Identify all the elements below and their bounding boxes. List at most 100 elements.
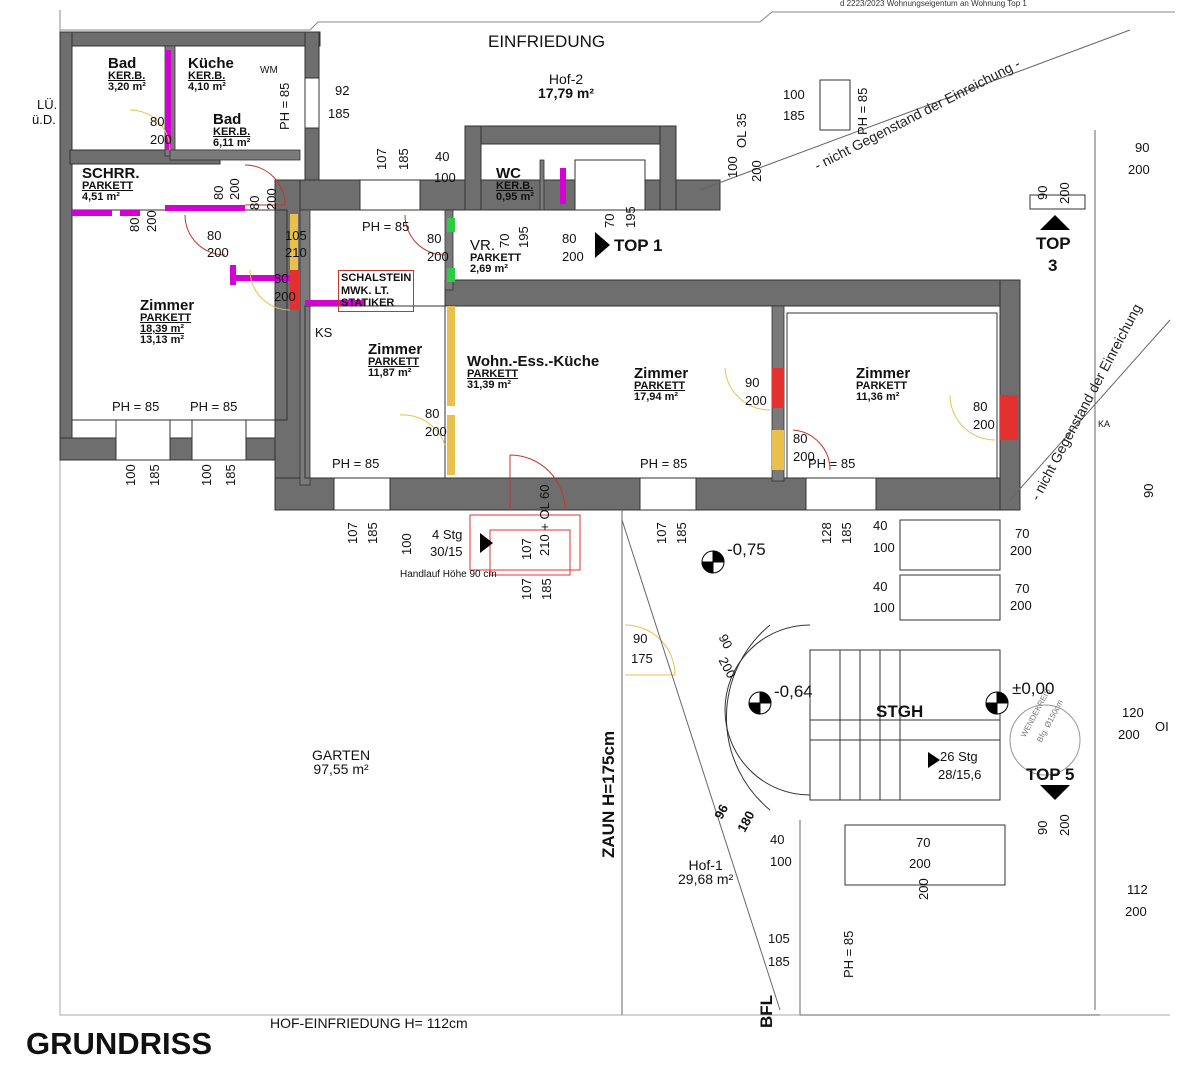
stairs-main-label: 26 Stg bbox=[940, 749, 978, 764]
ph-label: PH = 85 bbox=[855, 87, 870, 135]
ol-35-label: OL 35 bbox=[734, 113, 749, 148]
dim: 70 bbox=[497, 233, 512, 248]
dim: 200 bbox=[264, 188, 279, 210]
stairs-outside-label: 4 Stg bbox=[432, 527, 463, 542]
ph-label: PH = 85 bbox=[808, 456, 856, 471]
dim: 80 bbox=[793, 431, 808, 446]
dim: 92 bbox=[335, 83, 350, 98]
room-hof-2: Hof-2 17,79 m² bbox=[538, 71, 595, 101]
dim: 80 bbox=[427, 231, 442, 246]
dim: 200 bbox=[425, 424, 447, 439]
room-schrr: SCHRR. PARKETT 4,51 m² bbox=[82, 165, 140, 203]
dim: 100 bbox=[873, 540, 895, 555]
ud-label: ü.D. bbox=[32, 112, 56, 127]
dim: 185 bbox=[674, 522, 689, 544]
dim: 40 bbox=[873, 579, 888, 594]
ph-label: PH = 85 bbox=[190, 399, 238, 414]
page-title: GRUNDRISS bbox=[26, 1026, 213, 1061]
statiker-line-1: SCHALSTEIN bbox=[341, 272, 412, 284]
dim: 200 bbox=[1057, 182, 1072, 204]
dim: 80 bbox=[274, 271, 289, 286]
dim: 100 bbox=[873, 600, 895, 615]
handlauf-label: Handlauf Höhe 90 cm bbox=[400, 569, 497, 580]
ph-label: PH = 85 bbox=[332, 456, 380, 471]
room-kueche: Küche KER.B. 4,10 m² bbox=[188, 55, 234, 93]
dim: 80 bbox=[973, 399, 988, 414]
einfriedung-label: EINFRIEDUNG bbox=[488, 32, 606, 51]
level-zero: ±0,00 bbox=[1012, 679, 1055, 698]
dim: 175 bbox=[631, 651, 653, 666]
room-zimmer-1: Zimmer PARKETT 18,39 m² 13,13 m² bbox=[140, 297, 195, 346]
dim: 120 bbox=[1122, 705, 1144, 720]
dim: 80 bbox=[425, 406, 440, 421]
dim: 105 bbox=[768, 931, 790, 946]
dim: 90 bbox=[1035, 185, 1050, 200]
dim: 200 bbox=[1010, 598, 1032, 613]
dim: 185 bbox=[328, 106, 350, 121]
dim: 80 bbox=[150, 114, 165, 129]
dim: 195 bbox=[623, 206, 638, 228]
dim: 80 bbox=[127, 217, 142, 232]
dim: 200 bbox=[1010, 543, 1032, 558]
dim: 200 bbox=[973, 417, 995, 432]
dim: 200 bbox=[1118, 727, 1140, 742]
dim: 100 bbox=[199, 464, 214, 486]
dim: 90 bbox=[633, 631, 648, 646]
ph-label: PH = 85 bbox=[362, 219, 410, 234]
dim: 100 bbox=[123, 464, 138, 486]
dim: 100 bbox=[434, 170, 456, 185]
dim: 200 bbox=[745, 393, 767, 408]
room-bad-2: Bad KER.B. 6,11 m² bbox=[213, 111, 251, 149]
lue-label: LÜ. bbox=[37, 97, 58, 112]
dim: 107 bbox=[519, 538, 534, 560]
dim: 100 bbox=[725, 156, 740, 178]
dim: 200 bbox=[274, 289, 296, 304]
dim: 107 bbox=[654, 522, 669, 544]
dim: 200 bbox=[749, 160, 764, 182]
dim: 80 bbox=[207, 228, 222, 243]
room-vr: VR. PARKETT 2,69 m² bbox=[470, 237, 522, 275]
dim: 200 bbox=[427, 249, 449, 264]
dim: 107 bbox=[374, 148, 389, 170]
stairs-main-ratio: 28/15,6 bbox=[938, 767, 982, 782]
dim: 200 bbox=[562, 249, 584, 264]
dim: 200 bbox=[909, 856, 931, 871]
stairs-outside-ratio: 30/15 bbox=[430, 544, 463, 559]
dim: 185 bbox=[783, 108, 805, 123]
dim: 210 bbox=[285, 245, 307, 260]
stgh-label: STGH bbox=[876, 702, 924, 721]
dim: 80 bbox=[211, 185, 226, 200]
dim: 90 bbox=[1141, 483, 1156, 498]
room-garten: GARTEN 97,55 m² bbox=[312, 747, 371, 777]
dim: 90 bbox=[1135, 140, 1150, 155]
dim: 185 bbox=[365, 522, 380, 544]
dim: 185 bbox=[839, 522, 854, 544]
dim: 185 bbox=[396, 148, 411, 170]
statiker-box: SCHALSTEIN MWK. LT. STATIKER bbox=[338, 270, 415, 312]
statiker-line-3: STATIKER bbox=[341, 297, 395, 310]
dim: 200 bbox=[207, 245, 229, 260]
statiker-line-2: MWK. LT. bbox=[341, 284, 390, 297]
ol-right-label: OI bbox=[1155, 719, 1169, 734]
dim: 128 bbox=[819, 522, 834, 544]
level-minus-075: -0,75 bbox=[727, 540, 766, 559]
dim: 100 bbox=[770, 854, 792, 869]
dim: 70 bbox=[602, 213, 617, 228]
top-3-number: 3 bbox=[1048, 256, 1058, 275]
dim: 40 bbox=[770, 832, 785, 847]
dim: 195 bbox=[516, 226, 531, 248]
dim: 80 bbox=[247, 195, 262, 210]
top-1-label: TOP 1 bbox=[614, 236, 663, 255]
dim: 70 bbox=[1015, 581, 1030, 596]
room-hof-1: Hof-1 29,68 m² bbox=[678, 857, 734, 887]
dim: 200 bbox=[144, 210, 159, 232]
top-3-label: TOP bbox=[1036, 234, 1071, 253]
dim: 185 bbox=[539, 578, 554, 600]
room-zimmer-2: Zimmer PARKETT 11,87 m² bbox=[368, 341, 423, 379]
dim: 90 bbox=[1035, 820, 1050, 835]
dim: 200 bbox=[1125, 904, 1147, 919]
header-note: d 2223/2023 Wohnungseigentum an Wohnung … bbox=[840, 0, 1027, 8]
dim: 90 bbox=[745, 375, 760, 390]
